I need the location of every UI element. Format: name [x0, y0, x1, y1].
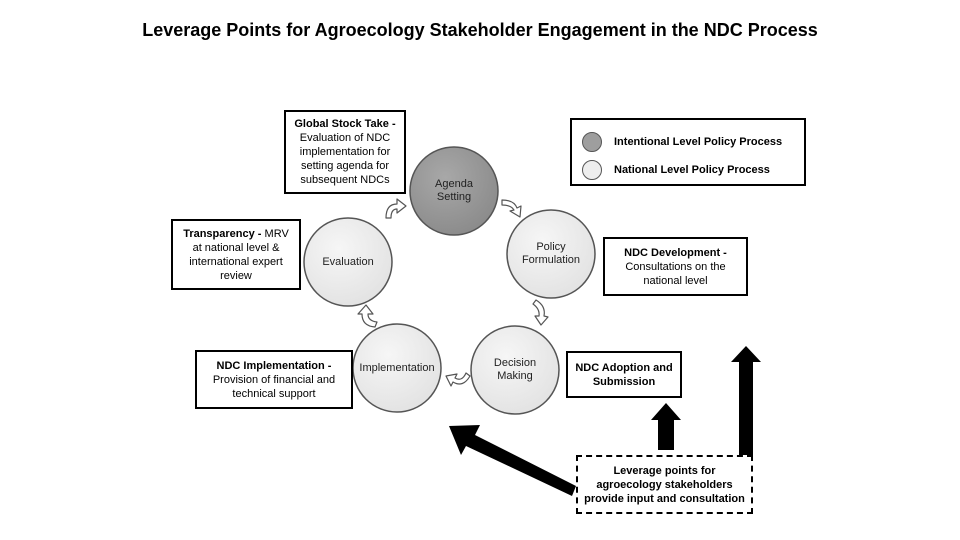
legend-item-international: Intentional Level Policy Process — [582, 132, 782, 152]
leverage-arrow-to-adoption — [651, 403, 681, 450]
transparency-heading: Transparency - — [183, 227, 262, 240]
leverage-points-text: Leverage points for agroecology stakehol… — [584, 464, 745, 505]
ndc-adoption-box: NDC Adoption and Submission — [566, 351, 682, 398]
ndc-development-text: Consultations on the national level — [625, 260, 726, 287]
transparency-text: MRV at national level & international ex… — [189, 227, 289, 282]
diagram-title: Leverage Points for Agroecology Stakehol… — [142, 20, 818, 40]
leverage-arrow-to-implementation — [449, 425, 576, 496]
implementation-circle — [352, 323, 442, 413]
cycle-arrow-policy-to-decision — [532, 299, 549, 326]
cycle-arrow-implementation-to-evaluation — [357, 304, 378, 328]
global-stock-take-heading: Global Stock Take - — [294, 118, 396, 130]
legend: Intentional Level Policy Process Nationa… — [570, 118, 806, 186]
global-stock-take-text: Evaluation of NDC implementation for set… — [299, 132, 391, 186]
leverage-arrow-to-development — [731, 346, 761, 455]
legend-swatch-light — [582, 160, 602, 180]
ndc-implementation-box: NDC Implementation - Provision of financ… — [195, 350, 353, 409]
transparency-box: Transparency - MRV at national level & i… — [171, 219, 301, 290]
cycle-arrow-decision-to-implementation — [445, 372, 471, 387]
legend-swatch-dark — [582, 132, 602, 152]
ndc-implementation-text: Provision of financial and technical sup… — [212, 373, 336, 400]
legend-label-national: National Level Policy Process — [614, 164, 770, 176]
decision-making-circle — [470, 325, 560, 415]
legend-item-national: National Level Policy Process — [582, 160, 770, 180]
legend-label-international: Intentional Level Policy Process — [614, 136, 783, 148]
evaluation-label: Evaluation — [322, 255, 374, 268]
implementation-label: Implementation — [359, 361, 435, 374]
leverage-points-box: Leverage points for agroecology stakehol… — [576, 455, 753, 514]
agenda-setting-label: Agenda Setting — [435, 178, 473, 203]
ndc-development-box: NDC Development - Consultations on the n… — [603, 237, 748, 296]
agenda-setting-circle — [409, 146, 499, 236]
policy-formulation-circle — [506, 209, 596, 299]
global-stock-take-box: Global Stock Take - Evaluation of NDC im… — [284, 110, 406, 194]
cycle-arrow-agenda-to-policy — [501, 199, 522, 218]
evaluation-circle — [303, 217, 393, 307]
ndc-implementation-heading: NDC Implementation - — [216, 359, 332, 372]
cycle-arrow-evaluation-to-agenda — [385, 198, 407, 219]
decision-making-label: Decision Making — [493, 357, 537, 382]
ndc-development-heading: NDC Development - — [624, 246, 727, 259]
policy-formulation-label: Policy Formulation — [521, 241, 581, 266]
ndc-adoption-heading: NDC Adoption and Submission — [575, 361, 673, 388]
